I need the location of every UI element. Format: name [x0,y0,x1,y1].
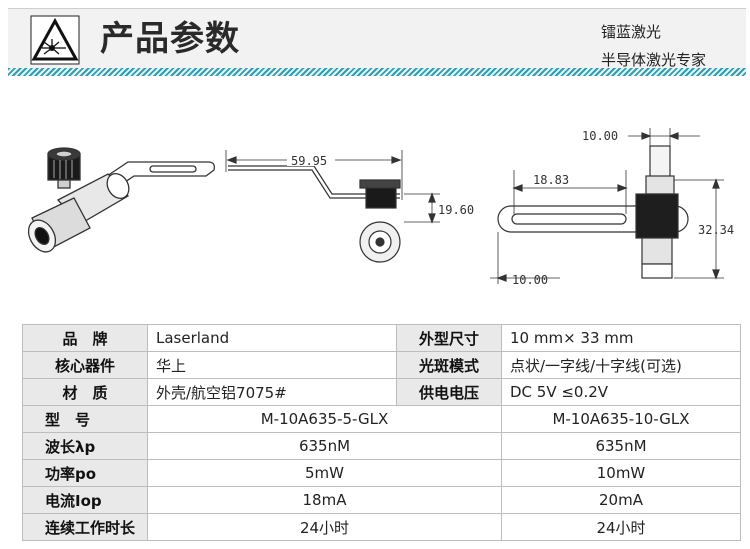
table-row: 连续工作时长 24小时 24小时 [22,513,741,541]
spec-label: 核心器件 [22,351,148,379]
spec-value: 20mA [501,486,741,514]
spec-value: 10mW [501,459,741,487]
spec-label: 材 质 [22,378,148,406]
side-height-dim: 19.60 [438,203,474,217]
spec-value: 点状/一字线/十字线(可选) [501,351,741,379]
spec-value: 外壳/航空铝7075# [147,378,397,406]
table-row: 材 质 外壳/航空铝7075# 供电电压 DC 5V ≤0.2V [22,378,741,406]
spec-value: 10 mm× 33 mm [501,324,741,352]
header-banner: 产品参数 镭蓝激光 半导体激光专家 [8,8,746,69]
technical-drawings: 59.95 19.60 10.00 18.83 32.34 10.00 [27,128,734,287]
spec-value: DC 5V ≤0.2V [501,378,741,406]
spec-table: 品 牌 Laserland 外型尺寸 10 mm× 33 mm 核心器件 华上 … [22,324,741,541]
laser-warning-icon [30,15,80,65]
spec-value: 18mA [147,486,502,514]
front-bottom-width-dim: 10.00 [512,273,548,287]
brand-slogan: 半导体激光专家 [601,51,707,69]
header-stripe [8,68,746,76]
spec-value: M-10A635-10-GLX [501,405,741,433]
spec-value: 华上 [147,351,397,379]
front-top-width-dim: 10.00 [582,129,618,143]
spec-value: 635nM [501,432,741,460]
spec-value: M-10A635-5-GLX [147,405,502,433]
module-front-view [490,128,724,284]
front-slot-dim: 18.83 [533,173,569,187]
spec-label: 电流Iop [22,486,148,514]
table-row: 型 号 M-10A635-5-GLX M-10A635-10-GLX [22,405,741,433]
spec-label: 连续工作时长 [22,513,148,541]
spec-label: 供电电压 [396,378,502,406]
spec-label: 光斑模式 [396,351,502,379]
spec-value: 24小时 [501,513,741,541]
spec-value: Laserland [147,324,397,352]
front-height-dim: 32.34 [698,223,734,237]
table-row: 品 牌 Laserland 外型尺寸 10 mm× 33 mm [22,324,741,352]
spec-value: 635nM [147,432,502,460]
module-perspective-drawing [27,147,216,253]
side-length-dim: 59.95 [291,154,327,168]
spec-label: 波长λp [22,432,148,460]
table-row: 波长λp 635nM 635nM [22,432,741,460]
spec-label: 外型尺寸 [396,324,502,352]
page-title: 产品参数 [100,19,240,59]
table-row: 核心器件 华上 光斑模式 点状/一字线/十字线(可选) [22,351,741,379]
spec-label: 品 牌 [22,324,148,352]
spec-value: 24小时 [147,513,502,541]
table-row: 功率po 5mW 10mW [22,459,741,487]
module-side-view [225,150,440,263]
spec-label: 型 号 [22,405,148,433]
spec-value: 5mW [147,459,502,487]
brand-name: 镭蓝激光 [601,23,662,41]
spec-label: 功率po [22,459,148,487]
table-row: 电流Iop 18mA 20mA [22,486,741,514]
